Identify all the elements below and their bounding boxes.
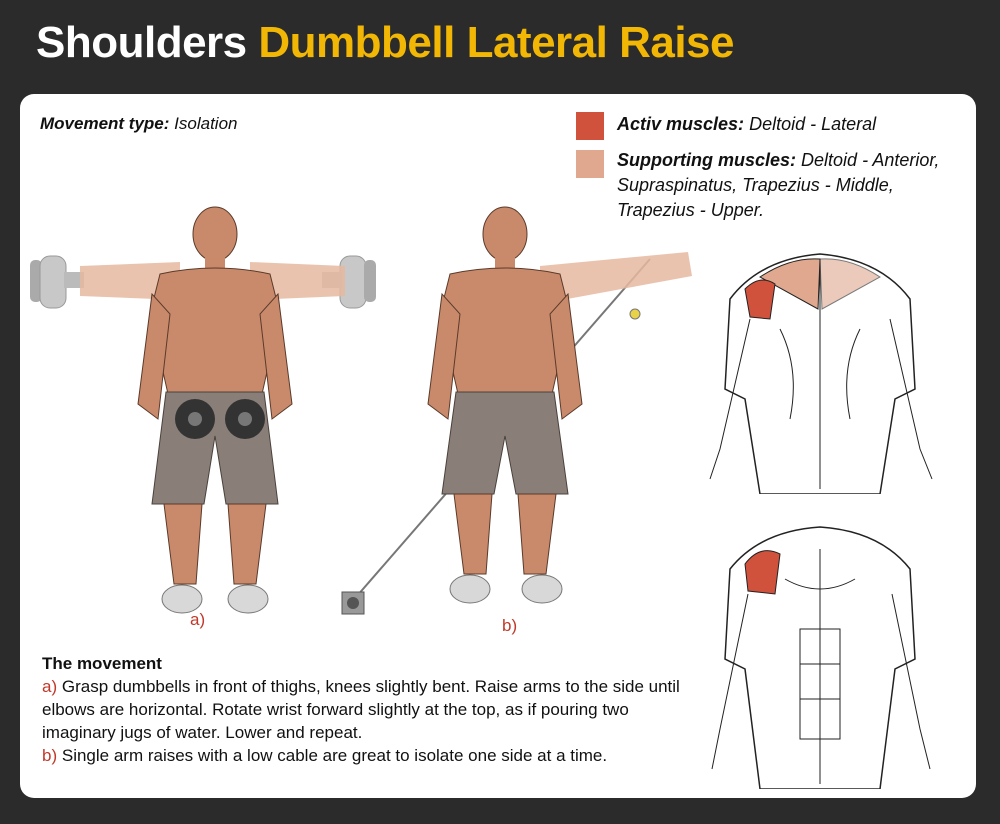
content-card: Movement type: Isolation Activ muscles: …: [20, 94, 976, 798]
step-a-letter: a): [42, 677, 58, 696]
supporting-muscle-label: Supporting muscles:: [617, 150, 797, 170]
figure-a-label: a): [190, 610, 206, 629]
figure-b-illustration: [341, 206, 692, 615]
movement-step-b: b) Single arm raises with a low cable ar…: [42, 744, 702, 767]
movement-step-a: a) Grasp dumbbells in front of thighs, k…: [42, 675, 702, 744]
active-muscle-label: Activ muscles:: [617, 114, 745, 134]
supporting-muscle-value: Deltoid - Anterior, Supraspinatus, Trape…: [617, 150, 940, 220]
cable-pulley-icon: [341, 591, 365, 615]
figure-b-label: b): [502, 616, 518, 635]
movement-heading: The movement: [42, 654, 162, 673]
active-muscle-swatch: [576, 112, 604, 140]
anatomy-back-illustration: [709, 253, 933, 494]
supporting-muscle-swatch: [576, 150, 604, 178]
page-title: Shoulders Dumbbell Lateral Raise: [36, 18, 734, 68]
anatomy-front-illustration: [711, 526, 931, 789]
title-category: Shoulders: [36, 18, 247, 67]
step-b-text: Single arm raises with a low cable are g…: [61, 746, 608, 765]
step-a-text: Grasp dumbbells in front of thighs, knee…: [42, 677, 680, 742]
figure-a-illustration: [30, 206, 376, 614]
active-muscle-value: Deltoid - Lateral: [749, 114, 877, 134]
movement-type-value: Isolation: [174, 114, 238, 133]
movement-type: Movement type: Isolation: [40, 114, 237, 134]
dumbbell-left-icon: [30, 255, 84, 309]
title-exercise: Dumbbell Lateral Raise: [258, 18, 734, 67]
movement-type-label: Movement type:: [40, 114, 170, 133]
step-b-letter: b): [42, 746, 58, 765]
movement-description: The movement a) Grasp dumbbells in front…: [42, 652, 702, 767]
